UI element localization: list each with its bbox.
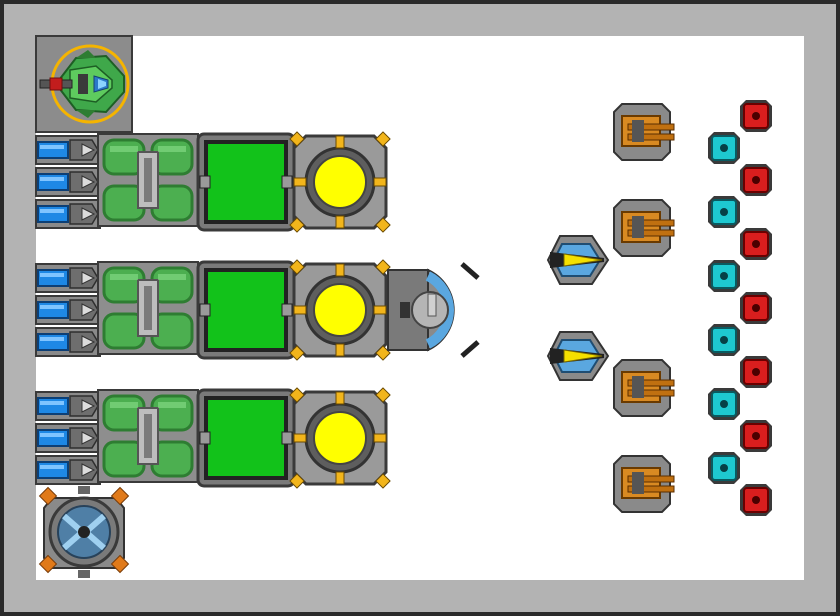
row-2-shield-turret[interactable]	[387, 262, 480, 358]
enemy-drone-red-7[interactable]	[740, 484, 772, 516]
enemy-fighter-1[interactable]	[546, 230, 610, 290]
docking-port[interactable]	[38, 486, 130, 578]
enemy-drone-red-6[interactable]	[740, 420, 772, 452]
enemy-drone-red-2[interactable]	[740, 164, 772, 196]
row-1-reactor-module	[196, 132, 296, 232]
enemy-drone-cyan-5[interactable]	[708, 388, 740, 420]
enemy-drone-red-1[interactable]	[740, 100, 772, 132]
row-2-thruster	[35, 262, 101, 294]
enemy-drone-cyan-6[interactable]	[708, 452, 740, 484]
enemy-drone-red-4[interactable]	[740, 292, 772, 324]
row-2-thruster	[35, 294, 101, 326]
enemy-drone-cyan-2[interactable]	[708, 196, 740, 228]
player-ship-tile[interactable]	[35, 35, 133, 133]
row-2-thruster	[35, 326, 101, 358]
row-1-thruster	[35, 166, 101, 198]
enemy-turret-4[interactable]	[612, 454, 676, 514]
enemy-drone-red-5[interactable]	[740, 356, 772, 388]
row-2-fuel-tanks	[97, 260, 199, 356]
row-2-reactor-module	[196, 260, 296, 360]
docking-hatch-icon[interactable]	[38, 486, 130, 578]
row-3-power-core	[289, 387, 391, 489]
row-1-fuel-tanks	[97, 132, 199, 228]
row-3-thruster	[35, 454, 101, 486]
row-1-power-core	[289, 131, 391, 233]
row-3-thruster	[35, 422, 101, 454]
row-3-reactor-module	[196, 388, 296, 488]
enemy-drone-cyan-1[interactable]	[708, 132, 740, 164]
enemy-drone-cyan-4[interactable]	[708, 324, 740, 356]
green-fighter-ship-icon[interactable]	[35, 35, 133, 133]
enemy-turret-1[interactable]	[612, 102, 676, 162]
enemy-drone-red-3[interactable]	[740, 228, 772, 260]
row-3-fuel-tanks	[97, 388, 199, 484]
row-3-thruster	[35, 390, 101, 422]
enemy-drone-cyan-3[interactable]	[708, 260, 740, 292]
row-1-thruster	[35, 134, 101, 166]
row-1-thruster	[35, 198, 101, 230]
row-2-power-core	[289, 259, 391, 361]
enemy-turret-2[interactable]	[612, 198, 676, 258]
enemy-fighter-2[interactable]	[546, 326, 610, 386]
enemy-turret-3[interactable]	[612, 358, 676, 418]
